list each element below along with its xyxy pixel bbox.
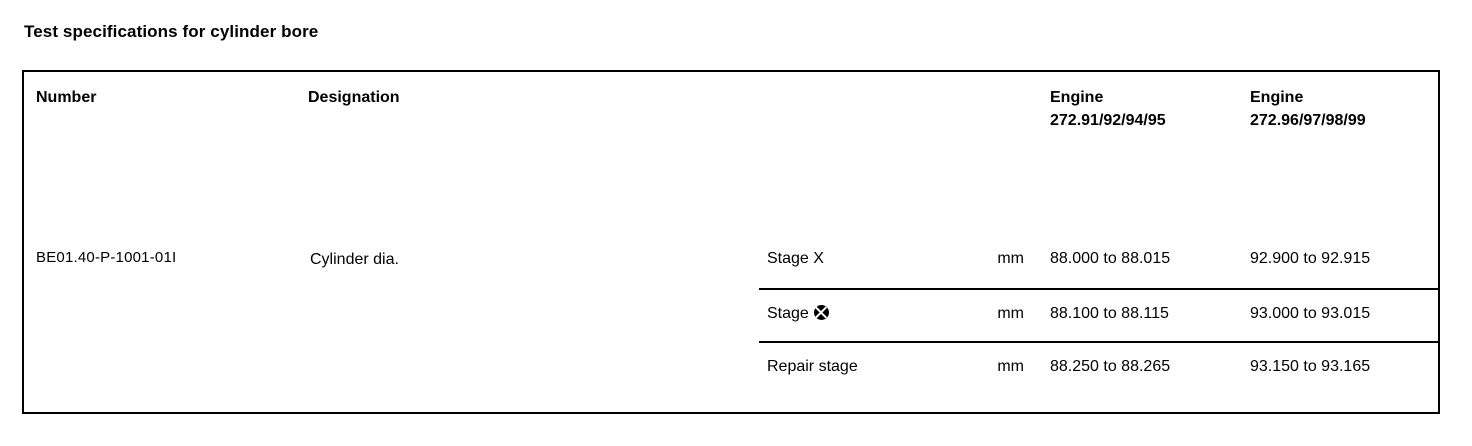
cell-engine-2: 92.900 to 92.915 93.000 to 93.015 93.150… bbox=[1238, 235, 1440, 414]
cell-number: BE01.40-P-1001-01I bbox=[24, 235, 296, 414]
header-label-number: Number bbox=[36, 89, 97, 106]
specifications-table: Number Designation Engine 272.91/92/94/9… bbox=[22, 70, 1440, 414]
engine-1-value-3: 88.250 to 88.265 bbox=[1050, 358, 1171, 375]
value-designation: Cylinder dia. bbox=[310, 251, 399, 268]
engine-1-value-2: 88.100 to 88.115 bbox=[1050, 305, 1169, 322]
engine-1-value-row-3: 88.250 to 88.265 bbox=[1038, 341, 1238, 414]
stage-unit-3: mm bbox=[997, 358, 1024, 375]
engine-1-value-row-2: 88.100 to 88.115 bbox=[1038, 288, 1238, 341]
stage-row-3: Repair stage mm bbox=[759, 341, 1038, 414]
header-cell-engine-1: Engine 272.91/92/94/95 bbox=[1038, 72, 1238, 235]
table-row: BE01.40-P-1001-01I Cylinder dia. Stage X… bbox=[24, 235, 1440, 414]
value-number: BE01.40-P-1001-01I bbox=[36, 249, 177, 266]
stage-row-2: Stage mm bbox=[759, 288, 1038, 341]
stage-unit-1: mm bbox=[997, 250, 1024, 267]
header-label-engine-1-line2: 272.91/92/94/95 bbox=[1050, 112, 1166, 129]
cell-engine-1: 88.000 to 88.015 88.100 to 88.115 88.250… bbox=[1038, 235, 1238, 414]
header-label-engine-1-line1: Engine bbox=[1050, 89, 1104, 106]
cell-designation: Cylinder dia. Stage X mm Stage mm bbox=[296, 235, 1038, 414]
stage-row-1: Stage X mm bbox=[759, 235, 1038, 288]
page-title: Test specifications for cylinder bore bbox=[24, 22, 319, 41]
engine-2-value-row-2: 93.000 to 93.015 bbox=[1238, 288, 1440, 341]
stage-label-1: Stage X bbox=[767, 250, 824, 267]
header-cell-number: Number bbox=[24, 72, 296, 235]
header-label-designation: Designation bbox=[308, 89, 400, 106]
engine-1-value-row-1: 88.000 to 88.015 bbox=[1038, 235, 1238, 288]
engine-2-value-3: 93.150 to 93.165 bbox=[1250, 358, 1371, 375]
stage-label-3: Repair stage bbox=[767, 358, 858, 375]
table-header-row: Number Designation Engine 272.91/92/94/9… bbox=[24, 72, 1440, 235]
table-grid: Number Designation Engine 272.91/92/94/9… bbox=[24, 72, 1440, 414]
engine-2-value-1: 92.900 to 92.915 bbox=[1250, 250, 1371, 267]
header-label-engine-2-line2: 272.96/97/98/99 bbox=[1250, 112, 1366, 129]
engine-2-value-row-3: 93.150 to 93.165 bbox=[1238, 341, 1440, 414]
engine-1-value-1: 88.000 to 88.015 bbox=[1050, 250, 1171, 267]
circled-x-icon bbox=[813, 305, 829, 320]
header-cell-engine-2: Engine 272.96/97/98/99 bbox=[1238, 72, 1440, 235]
header-label-engine-2-line1: Engine bbox=[1250, 89, 1304, 106]
stage-label-2: Stage bbox=[767, 305, 809, 322]
header-cell-designation: Designation bbox=[296, 72, 1038, 235]
engine-2-value-row-1: 92.900 to 92.915 bbox=[1238, 235, 1440, 288]
engine-2-value-2: 93.000 to 93.015 bbox=[1250, 305, 1371, 322]
stage-label-2-wrapper: Stage bbox=[767, 305, 829, 323]
stage-list: Stage X mm Stage mm Repair stage mm bbox=[759, 235, 1038, 414]
stage-unit-2: mm bbox=[997, 305, 1024, 322]
